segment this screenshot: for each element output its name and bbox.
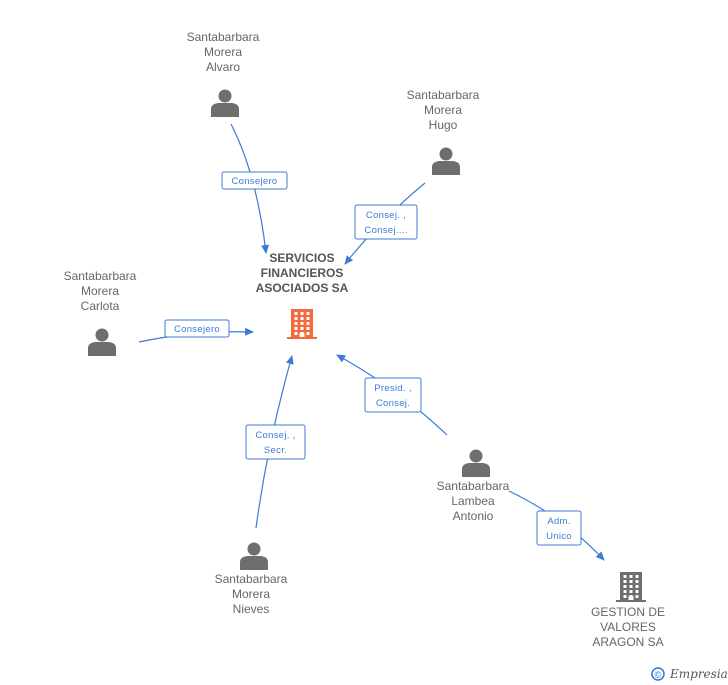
- edge-label-box[interactable]: [221, 171, 288, 190]
- node-label-line: Alvaro: [206, 60, 240, 74]
- edge-label-text: Secr.: [264, 445, 287, 456]
- edge-label-text: Consejero: [174, 324, 220, 335]
- node-label-line: VALORES: [600, 620, 656, 634]
- node-label-line: Santabarbara: [437, 479, 510, 493]
- person-icon: [88, 328, 116, 356]
- node-label-line: ARAGON SA: [592, 635, 663, 649]
- person-icon: [211, 89, 239, 117]
- brand-name: Empresia: [669, 667, 728, 681]
- node-label-line: GESTION DE: [591, 605, 665, 619]
- edge-antonio-gestion[interactable]: Adm. Unico: [508, 490, 605, 561]
- edge-label-text: Consej. ,: [255, 430, 295, 441]
- node-label-line: Morera: [424, 103, 462, 117]
- node-label-line: Carlota: [81, 299, 120, 313]
- node-label-line: Santabarbara: [187, 30, 260, 44]
- node-label-line: Hugo: [429, 118, 458, 132]
- edge-label-box[interactable]: [536, 510, 582, 546]
- node-label-line: Antonio: [453, 509, 494, 523]
- person-icon: [462, 449, 490, 477]
- edge-label-text: Presid. ,: [374, 383, 412, 394]
- edge-label-text: Adm.: [547, 516, 570, 527]
- edge-label-box[interactable]: [354, 204, 418, 240]
- edge-label-text: Unico: [546, 531, 572, 542]
- node-label-line: Nieves: [233, 602, 270, 616]
- edge-label-text: Consejero: [231, 176, 277, 187]
- edge-label-box[interactable]: [245, 424, 306, 460]
- node-label-line: Lambea: [451, 494, 495, 508]
- person-icon: [240, 542, 268, 570]
- building-icon: [616, 572, 646, 602]
- copyright-symbol: ©: [655, 670, 662, 680]
- edge-label-text: Consej. ,: [366, 210, 406, 221]
- node-label-line: Santabarbara: [64, 269, 137, 283]
- building-icon: [287, 309, 317, 339]
- edge-hugo-center[interactable]: Consej. , Consej....: [344, 182, 426, 265]
- node-label-line: SERVICIOS: [269, 251, 334, 265]
- edge-label-text: Consej....: [364, 225, 407, 236]
- footer-brand[interactable]: © Empresia: [651, 667, 728, 681]
- person-icon: [432, 147, 460, 175]
- edge-label-box[interactable]: [364, 377, 422, 413]
- node-label-line: ASOCIADOS SA: [256, 281, 349, 295]
- edge-label-text: Consej.: [376, 398, 410, 409]
- node-label-line: FINANCIEROS: [261, 266, 344, 280]
- edge-carlota-center[interactable]: Consejero: [138, 319, 254, 343]
- node-label-line: Morera: [232, 587, 270, 601]
- node-label-line: Morera: [81, 284, 119, 298]
- copyright-icon: [651, 667, 665, 681]
- edge-nieves-center[interactable]: Consej. , Secr.: [245, 355, 306, 529]
- node-label-line: Santabarbara: [215, 572, 288, 586]
- edge-antonio-center[interactable]: Presid. , Consej.: [336, 354, 448, 436]
- edge-alvaro-center[interactable]: Consejero: [221, 123, 288, 254]
- node-label-line: Santabarbara: [407, 88, 480, 102]
- node-label-line: Morera: [204, 45, 242, 59]
- edge-label-box[interactable]: [164, 319, 230, 338]
